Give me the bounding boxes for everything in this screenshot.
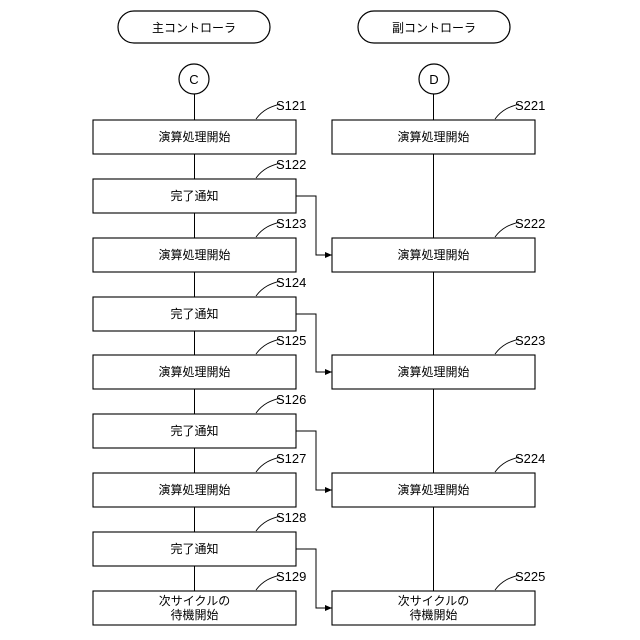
process-text: 演算処理開始: [397, 482, 469, 497]
main-step-s126: 完了通知 S126: [93, 392, 306, 448]
process-text: 演算処理開始: [397, 364, 469, 379]
process-text: 演算処理開始: [397, 129, 469, 144]
process-text: 待機開始: [409, 607, 457, 622]
step-label: S122: [276, 157, 306, 172]
step-label: S128: [276, 510, 306, 525]
connector-c: C: [179, 64, 209, 94]
step-label: S221: [515, 98, 545, 113]
main-step-s122: 完了通知 S122: [93, 157, 306, 213]
step-label: S121: [276, 98, 306, 113]
sub-controller-title: 副コントローラ: [392, 21, 476, 35]
main-step-s123: 演算処理開始 S123: [93, 216, 306, 272]
process-text: 次サイクルの: [159, 594, 230, 608]
process-text: 次サイクルの: [398, 594, 469, 608]
step-label: S126: [276, 392, 306, 407]
step-label: S123: [276, 216, 306, 231]
sub-step-s221: 演算処理開始 S221: [332, 98, 545, 154]
process-text: 演算処理開始: [158, 482, 230, 497]
step-label: S225: [515, 569, 545, 584]
main-step-s124: 完了通知 S124: [93, 275, 306, 331]
process-text: 完了通知: [170, 423, 218, 438]
main-step-s129: 次サイクルの待機開始 S129: [93, 569, 306, 625]
main-controller-title: 主コントローラ: [152, 21, 236, 35]
step-label: S223: [515, 333, 545, 348]
process-text: 待機開始: [170, 607, 218, 622]
step-label: S129: [276, 569, 306, 584]
connector-c-label: C: [189, 72, 198, 87]
main-step-s121: 演算処理開始 S121: [93, 98, 306, 154]
step-label: S222: [515, 216, 545, 231]
sub-step-s222: 演算処理開始 S222: [332, 216, 545, 272]
sub-step-s223: 演算処理開始 S223: [332, 333, 545, 389]
main-controller-terminal: 主コントローラ: [118, 11, 270, 43]
main-step-s125: 演算処理開始 S125: [93, 333, 306, 389]
main-step-s127: 演算処理開始 S127: [93, 451, 306, 507]
process-text: 演算処理開始: [158, 129, 230, 144]
main-step-s128: 完了通知 S128: [93, 510, 306, 566]
connector-d-label: D: [429, 72, 438, 87]
process-text: 演算処理開始: [158, 247, 230, 262]
sub-step-s224: 演算処理開始 S224: [332, 451, 545, 507]
process-text: 完了通知: [170, 306, 218, 321]
step-label: S224: [515, 451, 545, 466]
process-text: 完了通知: [170, 541, 218, 556]
process-text: 演算処理開始: [158, 364, 230, 379]
step-label: S125: [276, 333, 306, 348]
process-text: 演算処理開始: [397, 247, 469, 262]
sub-step-s225: 次サイクルの待機開始 S225: [332, 569, 545, 625]
process-text: 完了通知: [170, 188, 218, 203]
sub-controller-terminal: 副コントローラ: [358, 11, 510, 43]
step-label: S124: [276, 275, 306, 290]
connector-d: D: [419, 64, 449, 94]
step-label: S127: [276, 451, 306, 466]
